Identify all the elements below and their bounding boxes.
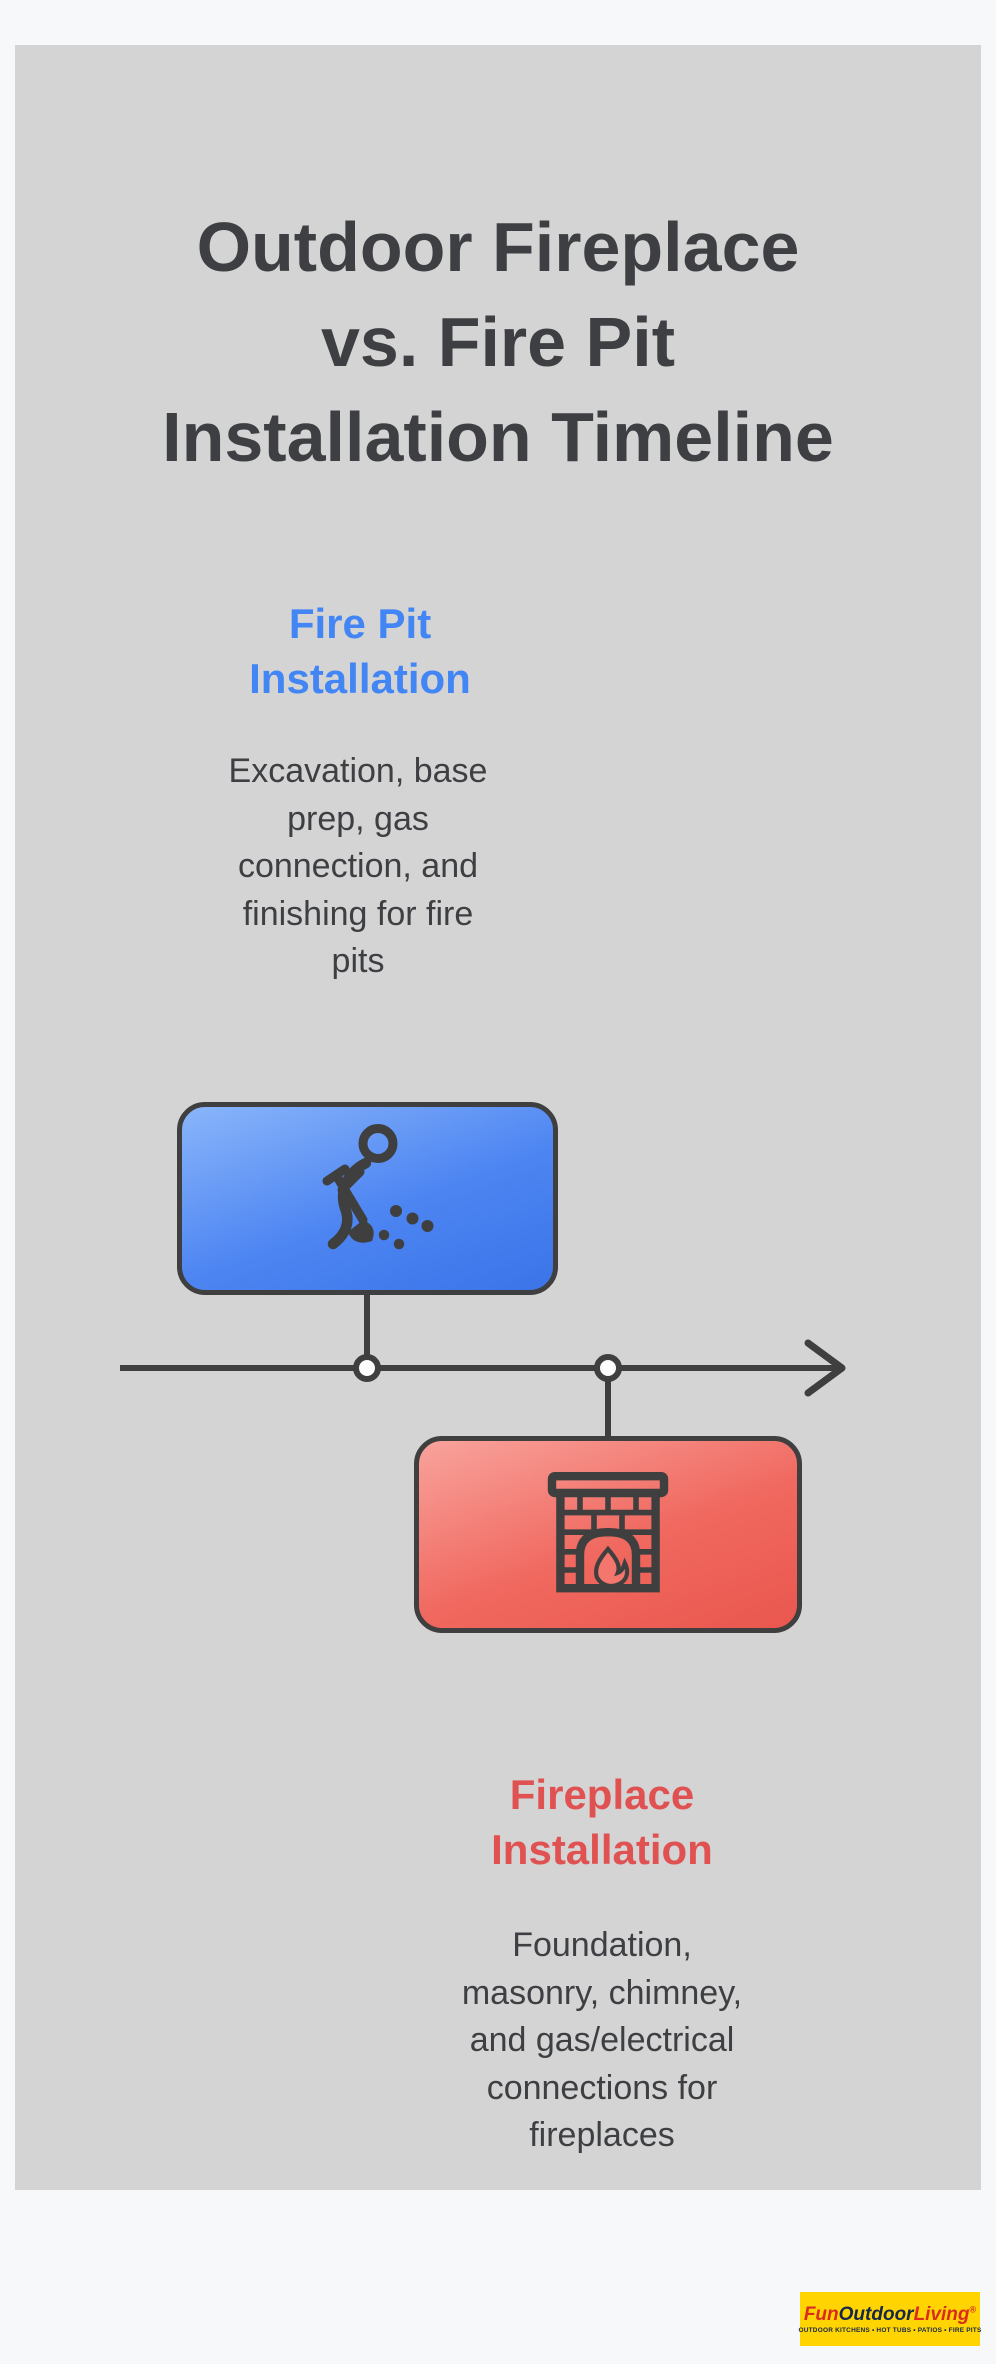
fire-pit-box: [177, 1102, 558, 1295]
brand-name: FunOutdoorLiving®: [804, 2305, 976, 2324]
fire-pit-description: Excavation, base prep, gas connection, a…: [228, 752, 488, 981]
fireplace-label: Fireplace Installation: [491, 1771, 713, 1873]
digging-person-icon: [322, 1123, 434, 1249]
fireplace-node-dot: [594, 1354, 622, 1382]
registered-mark: ®: [969, 2304, 977, 2315]
brand-part-fun: Fun: [803, 2303, 839, 2325]
fireplace-description: Foundation, masonry, chimney, and gas/el…: [461, 1926, 743, 2155]
brand-logo: FunOutdoorLiving® OUTDOOR KITCHENS • HOT…: [798, 2292, 982, 2346]
fireplace-box: [414, 1436, 802, 1633]
fire-pit-label: Fire Pit Installation: [249, 600, 471, 702]
arrow-head-icon: [804, 1339, 846, 1397]
fire-pit-node-dot: [353, 1354, 381, 1382]
page-title: Outdoor Fireplace vs. Fire Pit Installat…: [162, 208, 834, 477]
fireplace-icon: [547, 1471, 669, 1592]
brand-tagline: OUTDOOR KITCHENS • HOT TUBS • PATIOS • F…: [798, 2326, 982, 2334]
timeline-axis: [120, 1294, 846, 1436]
brand-part-outdoor: Outdoor: [838, 2303, 914, 2325]
brand-part-living: Living: [913, 2303, 970, 2325]
